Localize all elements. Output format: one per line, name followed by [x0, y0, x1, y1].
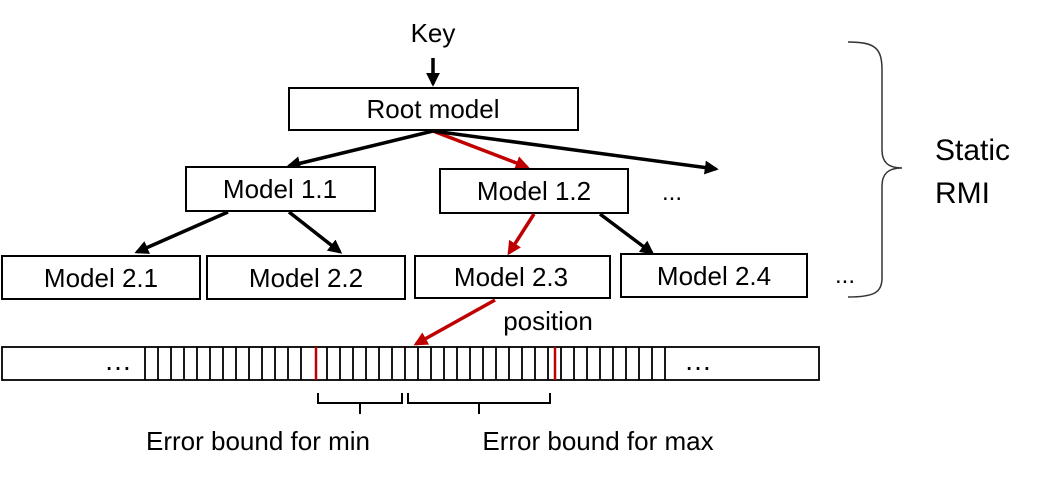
level2-ellipsis: ...	[835, 262, 855, 289]
error-bound-max-label: Error bound for max	[482, 426, 713, 456]
position-arrow	[413, 298, 496, 346]
model-2-1-label: Model 2.1	[44, 263, 158, 293]
array-cell-dividers	[144, 347, 666, 380]
arrow-root-to-model-1-2	[432, 129, 530, 170]
error-max-bracket	[407, 393, 551, 414]
model-2-3-node: Model 2.3	[414, 255, 611, 299]
model-2-1-node: Model 2.1	[1, 255, 201, 300]
error-min-bracket	[317, 393, 403, 414]
model-2-4-label: Model 2.4	[657, 261, 771, 291]
key-label: Key	[411, 18, 456, 48]
static-rmi-brace	[847, 41, 903, 298]
model-1-2-node: Model 1.2	[439, 168, 629, 214]
rmi-label: RMI	[935, 177, 990, 210]
arrow-model-1-1-to-2-1	[134, 210, 229, 254]
model-2-2-node: Model 2.2	[206, 255, 406, 300]
arrow-model-1-2-to-2-4	[598, 212, 655, 255]
arrow-root-to-more	[432, 129, 719, 175]
root-model-label: Root model	[367, 94, 500, 124]
arrow-root-to-model-1-1	[286, 129, 434, 171]
position-label: position	[503, 306, 593, 336]
model-2-2-label: Model 2.2	[249, 263, 363, 293]
array-left-ellipsis: …	[104, 345, 132, 376]
arrow-model-1-2-to-2-3	[507, 213, 536, 256]
model-1-2-label: Model 1.2	[477, 176, 591, 206]
static-label: Static	[935, 134, 1010, 167]
array-right-ellipsis: …	[684, 345, 712, 376]
error-bound-min-label: Error bound for min	[146, 426, 370, 456]
model-1-1-label: Model 1.1	[223, 174, 337, 204]
level1-ellipsis: ...	[662, 179, 682, 206]
root-model-node: Root model	[288, 87, 579, 131]
model-2-3-label: Model 2.3	[454, 262, 568, 292]
model-2-4-node: Model 2.4	[620, 253, 808, 298]
arrow-model-1-1-to-2-2	[287, 210, 343, 254]
sorted-array: … …	[1, 345, 820, 381]
model-1-1-node: Model 1.1	[185, 166, 376, 212]
array-box	[1, 346, 820, 381]
